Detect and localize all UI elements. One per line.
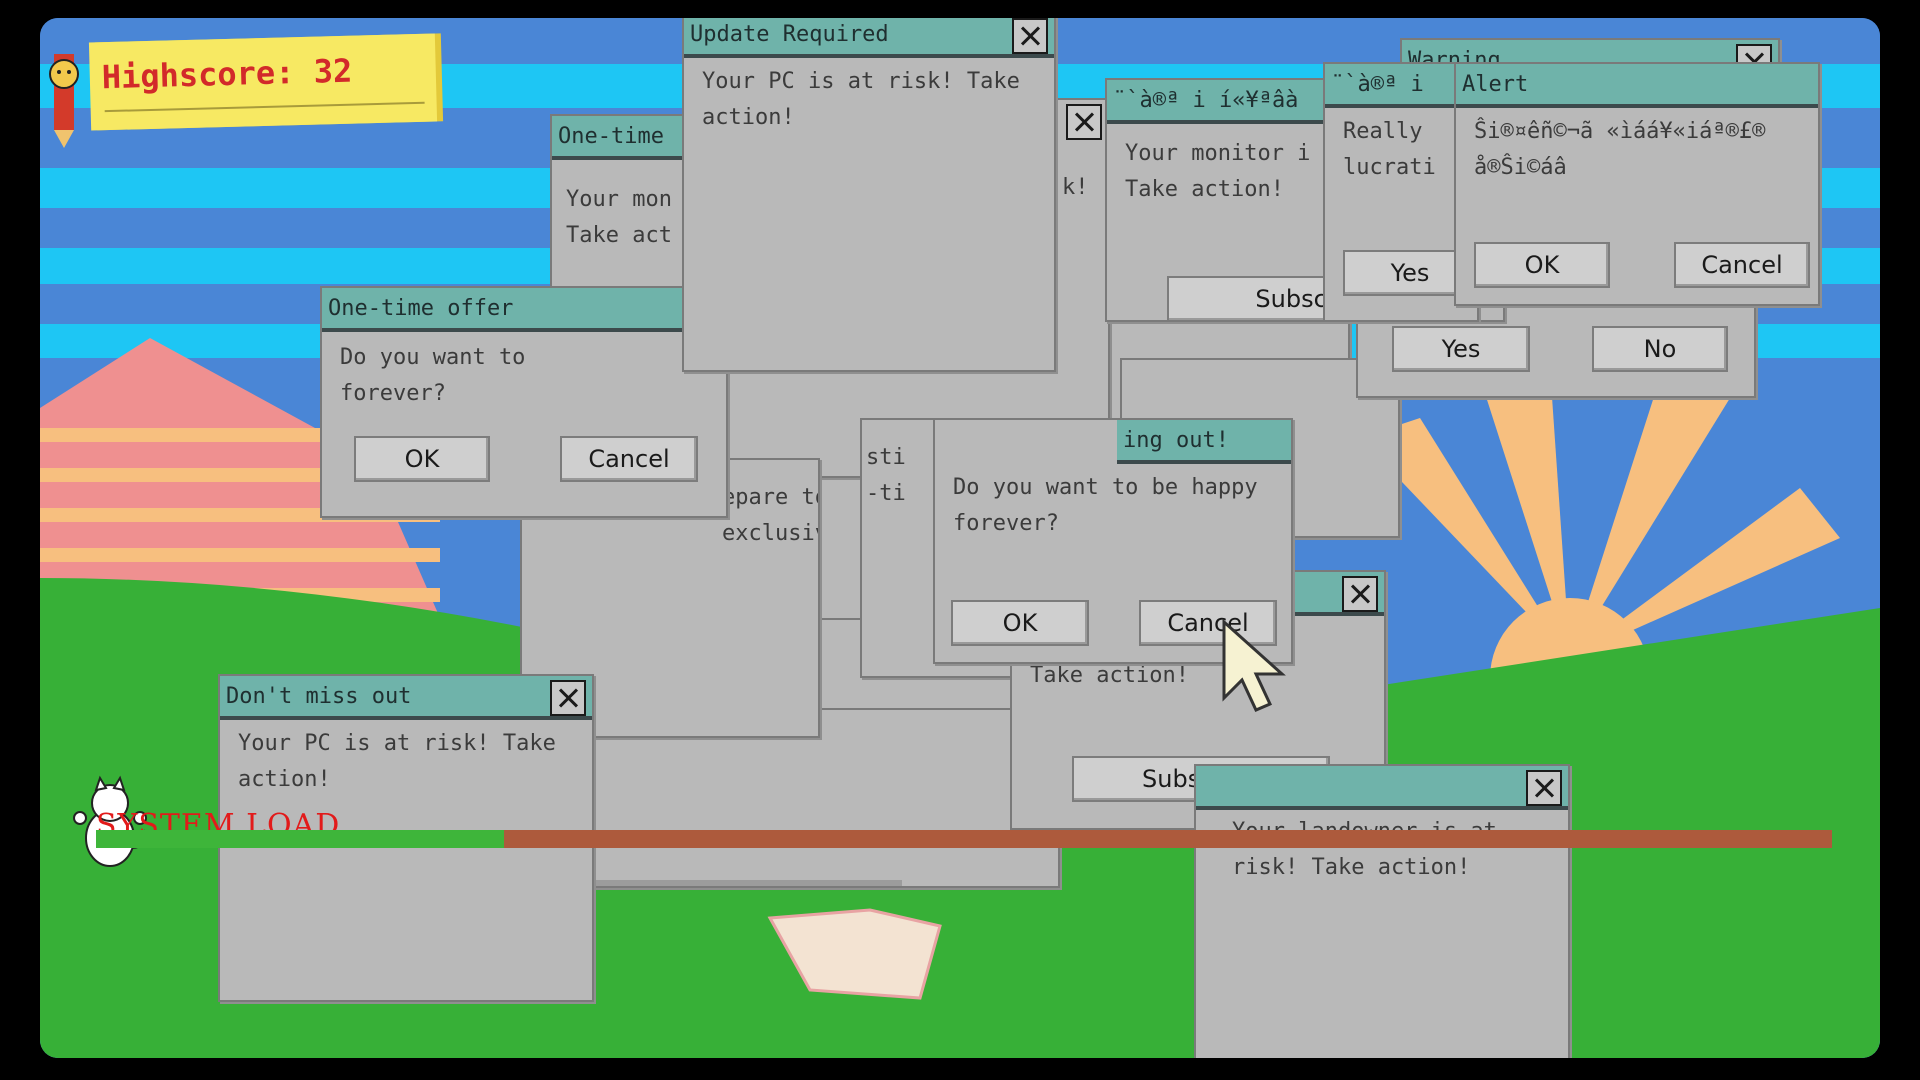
system-load-fill bbox=[96, 830, 504, 848]
window-title: Don't miss out bbox=[226, 684, 412, 709]
window-titlebar[interactable] bbox=[1196, 766, 1568, 810]
no-button[interactable]: No bbox=[1592, 326, 1728, 372]
popup-window-missing-out: ing out! Do you want to be happy forever… bbox=[933, 418, 1293, 664]
highscore-underline bbox=[104, 101, 425, 113]
window-title: Update Required bbox=[690, 22, 889, 47]
window-titlebar[interactable]: Update Required bbox=[684, 18, 1054, 58]
popup-window-onetime-offer: One-time offer Do you want to forever? O… bbox=[320, 286, 728, 518]
window-title: Alert bbox=[1462, 72, 1529, 97]
highscore-panel: Highscore: 32 bbox=[88, 33, 438, 131]
popup-window-really: ¨`à®ª i Really lucrati Yes bbox=[1323, 62, 1479, 322]
close-icon[interactable] bbox=[1012, 18, 1048, 54]
system-load-bar bbox=[96, 830, 1832, 848]
window-field bbox=[582, 880, 902, 886]
highscore-display: Highscore: 32 bbox=[101, 52, 352, 97]
window-titlebar[interactable]: One-time bbox=[552, 116, 698, 160]
popup-message: k! bbox=[1062, 175, 1089, 200]
popup-message: Really lucrati bbox=[1343, 119, 1436, 180]
popup-message: Your landowner is at risk! Take action! bbox=[1232, 819, 1497, 880]
mouse-cursor-icon bbox=[1222, 618, 1286, 712]
window-title: One-time bbox=[558, 124, 664, 149]
highscore-label: Highscore: bbox=[101, 53, 295, 97]
yes-button[interactable]: Yes bbox=[1392, 326, 1530, 372]
popup-message: Your PC is at risk! Take action! bbox=[238, 731, 556, 792]
cancel-button[interactable]: Cancel bbox=[1674, 242, 1810, 288]
window-titlebar[interactable]: One-time offer bbox=[322, 288, 726, 332]
pencil-mascot-icon bbox=[49, 54, 79, 148]
close-icon[interactable] bbox=[1066, 104, 1102, 140]
window-title: ¨`à®ª i í«¥ªâà bbox=[1113, 88, 1299, 113]
ok-button[interactable]: OK bbox=[951, 600, 1089, 646]
window-title: One-time offer bbox=[328, 296, 514, 321]
game-screen: Highscore: 32 k! sti -ti One-time Your m… bbox=[40, 18, 1880, 1058]
close-icon[interactable] bbox=[1342, 576, 1378, 612]
ok-button[interactable]: OK bbox=[1474, 242, 1610, 288]
popup-message: Do you want to forever? bbox=[340, 345, 526, 406]
window-titlebar[interactable]: ¨`à®ª i bbox=[1325, 64, 1477, 108]
highscore-value: 32 bbox=[313, 51, 353, 91]
ok-button[interactable]: OK bbox=[354, 436, 490, 482]
window-titlebar[interactable]: ¨`à®ª i í«¥ªâà bbox=[1107, 80, 1503, 124]
popup-message: epare to exclusive... bbox=[722, 485, 818, 546]
window-title: ing out! bbox=[1123, 428, 1229, 453]
close-icon[interactable] bbox=[550, 680, 586, 716]
window-titlebar[interactable]: ing out! bbox=[1117, 420, 1291, 464]
window-titlebar[interactable]: Alert bbox=[1456, 64, 1818, 108]
popup-window-landowner: Your landowner is at risk! Take action! bbox=[1194, 764, 1570, 1058]
window-title: ¨`à®ª i bbox=[1331, 72, 1424, 97]
cancel-button[interactable]: Cancel bbox=[1139, 600, 1277, 646]
popup-window-alert: Alert Ŝi®¤êñ©¬ã «ìáá¥«iáª®£® å®Ŝi©áâ OK … bbox=[1454, 62, 1820, 306]
popup-window-blank bbox=[540, 708, 1060, 888]
cancel-button[interactable]: Cancel bbox=[560, 436, 698, 482]
pig-sprite bbox=[767, 908, 942, 1000]
popup-message: Your monitor i Take action! bbox=[1125, 141, 1311, 202]
popup-window-update-required: Update Required Your PC is at risk! Take… bbox=[682, 18, 1056, 372]
popup-message: sti -ti bbox=[866, 445, 906, 506]
popup-message: Your mon Take act bbox=[566, 187, 672, 248]
close-icon[interactable] bbox=[1526, 770, 1562, 806]
window-titlebar[interactable]: Don't miss out bbox=[220, 676, 592, 720]
popup-message: Do you want to be happy forever? bbox=[953, 475, 1258, 536]
popup-message: Your PC is at risk! Take action! bbox=[702, 69, 1020, 130]
popup-message: Ŝi®¤êñ©¬ã «ìáá¥«iáª®£® å®Ŝi©áâ bbox=[1474, 119, 1766, 180]
